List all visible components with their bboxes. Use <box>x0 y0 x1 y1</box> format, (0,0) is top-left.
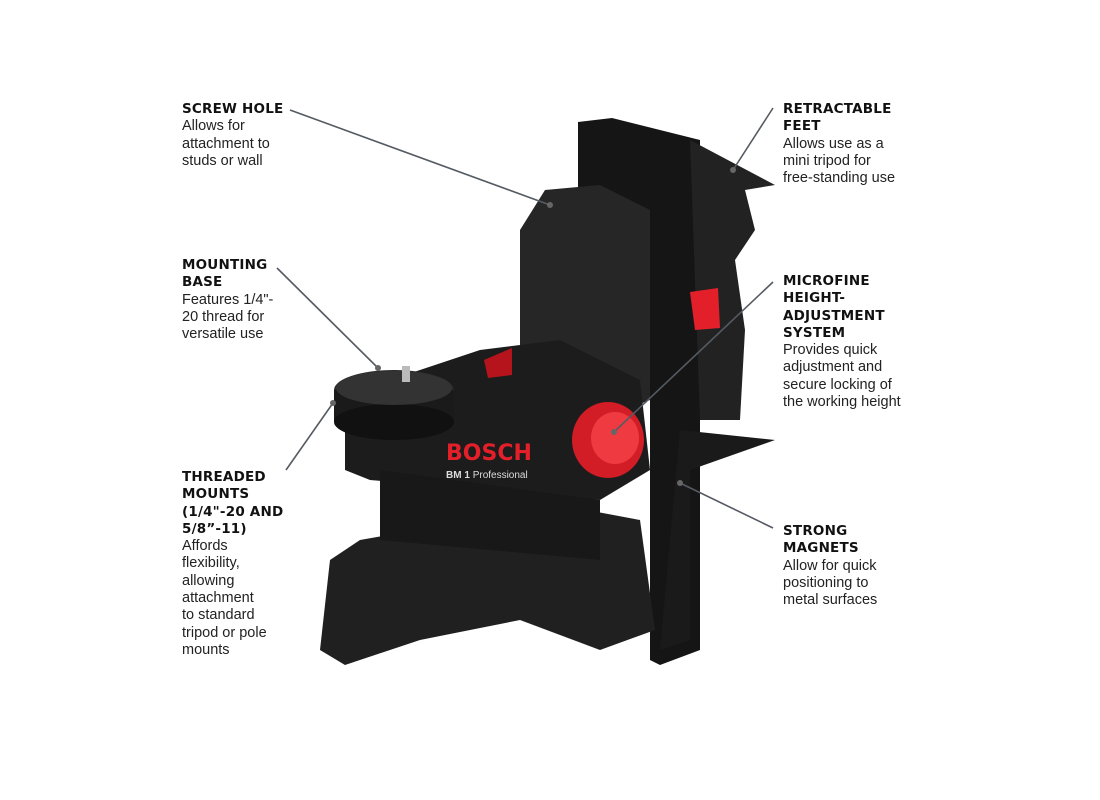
callout-desc: Provides quick <box>783 342 878 359</box>
callout-desc: free-standing use <box>783 170 896 187</box>
callout-desc: the working height <box>783 394 901 411</box>
leader-lines <box>276 107 774 529</box>
callout-desc: to standard <box>182 607 255 624</box>
callout-desc: versatile use <box>182 326 264 343</box>
callout-desc: tripod or pole <box>182 624 267 641</box>
brand-logo: BOSCH <box>446 441 532 466</box>
red-button <box>690 288 720 330</box>
callout-strong-magnets: STRONG MAGNETS Allow for quick positioni… <box>783 523 877 609</box>
callout-desc: 20 thread for <box>182 308 265 325</box>
callout-desc: Allows for <box>182 118 245 135</box>
callout-screw-hole: SCREW HOLE Allows for attachment to stud… <box>182 101 283 170</box>
callout-desc: allowing <box>182 572 235 589</box>
callout-desc: Allows use as a <box>783 135 884 152</box>
callout-title: MAGNETS <box>783 540 859 557</box>
callout-desc: Allow for quick <box>783 557 877 574</box>
callout-title: FEET <box>783 118 821 135</box>
callout-desc: studs or wall <box>182 152 263 169</box>
callout-desc: secure locking of <box>783 376 892 393</box>
callout-title: (1/4"-20 AND <box>182 503 284 520</box>
callout-retractable-feet: RETRACTABLE FEET Allows use as a mini tr… <box>783 101 895 187</box>
callout-desc: Affords <box>182 538 228 555</box>
model-label: BM 1 Professional <box>446 470 528 481</box>
callout-microfine: MICROFINE HEIGHT- ADJUSTMENT SYSTEM Prov… <box>783 273 901 411</box>
callout-title: BASE <box>182 274 223 291</box>
callout-mounting-base: MOUNTING BASE Features 1/4"- 20 thread f… <box>182 257 273 343</box>
callout-desc: mounts <box>182 641 230 658</box>
callout-title: ADJUSTMENT <box>783 307 885 324</box>
callout-threaded-mounts: THREADED MOUNTS (1/4"-20 AND 5/8”-11) Af… <box>182 469 283 659</box>
callout-title: SYSTEM <box>783 324 846 341</box>
callout-title: MOUNTS <box>182 486 250 503</box>
callout-title: SCREW HOLE <box>182 101 284 117</box>
callout-title: STRONG <box>783 523 848 539</box>
callout-title: MICROFINE <box>783 273 870 289</box>
screw-stud <box>402 366 410 382</box>
callout-title: MOUNTING <box>182 257 268 273</box>
callout-desc: mini tripod for <box>783 152 871 169</box>
callout-desc: positioning to <box>783 574 869 591</box>
vertical-rail <box>578 118 700 665</box>
retractable-feet <box>690 140 775 420</box>
callout-title: RETRACTABLE <box>783 101 892 117</box>
callout-desc: metal surfaces <box>783 592 878 609</box>
callout-title: HEIGHT- <box>783 290 846 307</box>
callout-desc: Features 1/4"- <box>182 291 274 308</box>
callout-title: THREADED <box>182 469 266 485</box>
callout-desc: adjustment and <box>783 359 883 376</box>
callout-title: 5/8”-11) <box>182 520 247 537</box>
callout-desc: attachment to <box>182 135 270 152</box>
callout-desc: attachment <box>182 590 254 607</box>
callout-desc: flexibility, <box>182 555 240 572</box>
magnet-plate <box>660 430 775 650</box>
